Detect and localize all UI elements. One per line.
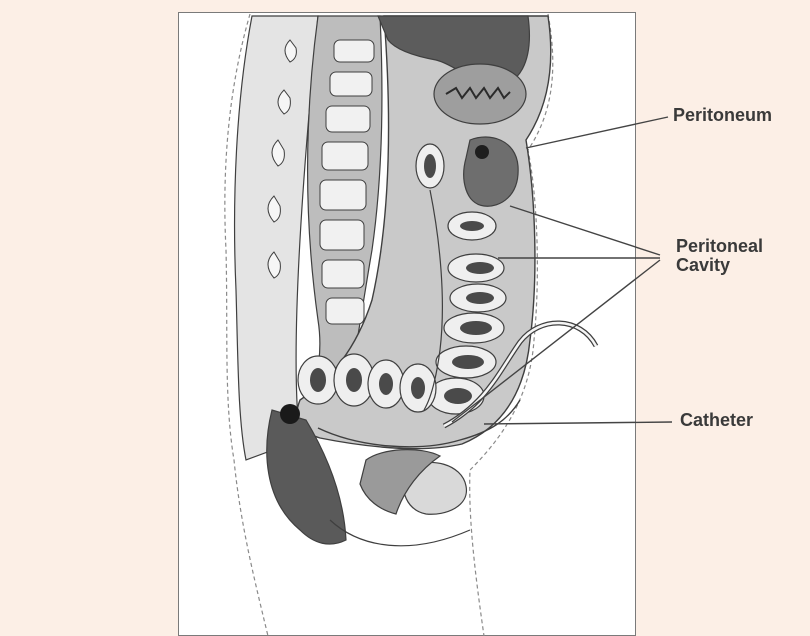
leader-peritoneum: [526, 117, 668, 148]
peritoneal-cavity-label: Peritoneal Cavity: [676, 237, 763, 275]
rectal-lumen: [280, 404, 300, 424]
colon-lumen: [475, 145, 489, 159]
peritoneum-label: Peritoneum: [673, 106, 772, 125]
transverse-colon: [464, 137, 518, 206]
catheter-label: Catheter: [680, 411, 753, 430]
pelvic-floor: [330, 520, 470, 546]
peritoneal-cavity-label-line2: Cavity: [676, 256, 763, 275]
peritoneal-cavity-label-line1: Peritoneal: [676, 237, 763, 256]
leader-catheter: [484, 422, 672, 424]
